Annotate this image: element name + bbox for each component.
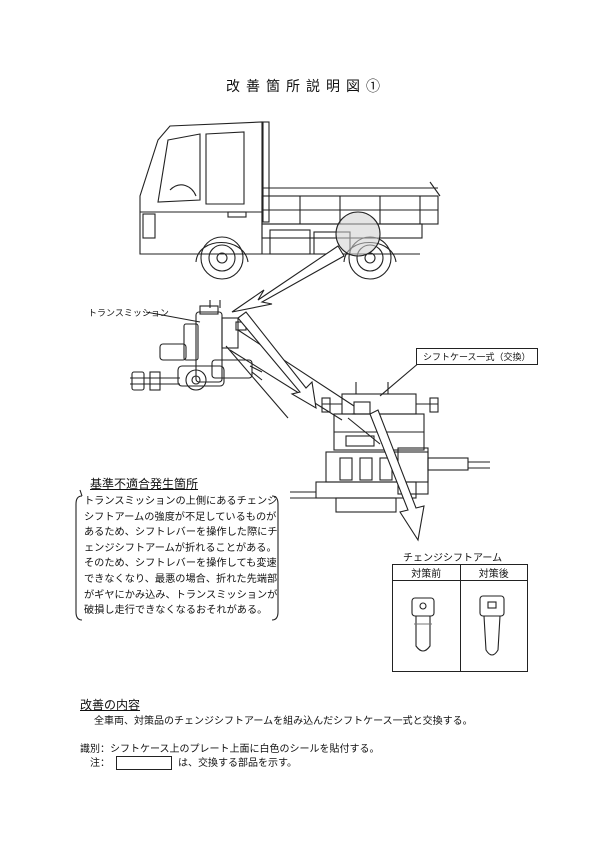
note-box — [116, 756, 172, 770]
description-bracket-left — [75, 495, 83, 621]
before-cell — [392, 580, 461, 672]
shift-arm-title: チェンジシフトアーム — [403, 553, 503, 564]
description-bracket-right — [271, 495, 279, 621]
note-line: 注： は、交換する部品を示す。 — [90, 754, 297, 770]
defect-description: トランスミッションの上側にあるチェンジシフトアームの強度が不足しているものがある… — [84, 496, 278, 617]
after-header: 対策後 — [459, 564, 528, 581]
arrow-to-transmission — [231, 245, 345, 313]
improvement-body: 全車両、対策品のチェンジシフトアームを組み込んだシフトケース一式と交換する。 — [94, 716, 473, 727]
identification-text: 識別：シフトケース上のプレート上面に白色のシールを貼付する。 — [80, 744, 380, 755]
note-suffix: は、交換する部品を示す。 — [178, 758, 297, 769]
shift-case-illustration — [290, 382, 490, 513]
shift-case-label: シフトケース一式（交換） — [416, 348, 538, 365]
shift-case-leader — [379, 361, 421, 397]
before-header: 対策前 — [392, 564, 461, 581]
after-cell — [459, 580, 528, 672]
transmission-label: トランスミッション — [88, 309, 169, 319]
detail-fan-lines — [225, 329, 355, 421]
transmission-leader — [145, 311, 201, 323]
truck-illustration — [139, 121, 441, 280]
arrow-to-detail — [237, 311, 317, 410]
page-title: 改善箇所説明図① — [226, 79, 386, 95]
improvement-heading: 改善の内容 — [80, 698, 141, 712]
arrow-to-shift-arm — [369, 409, 425, 542]
defect-heading: 基準不適合発生箇所 — [90, 477, 199, 491]
note-prefix: 注： — [90, 758, 110, 769]
comparison-table: 対策前 対策後 — [392, 564, 528, 672]
